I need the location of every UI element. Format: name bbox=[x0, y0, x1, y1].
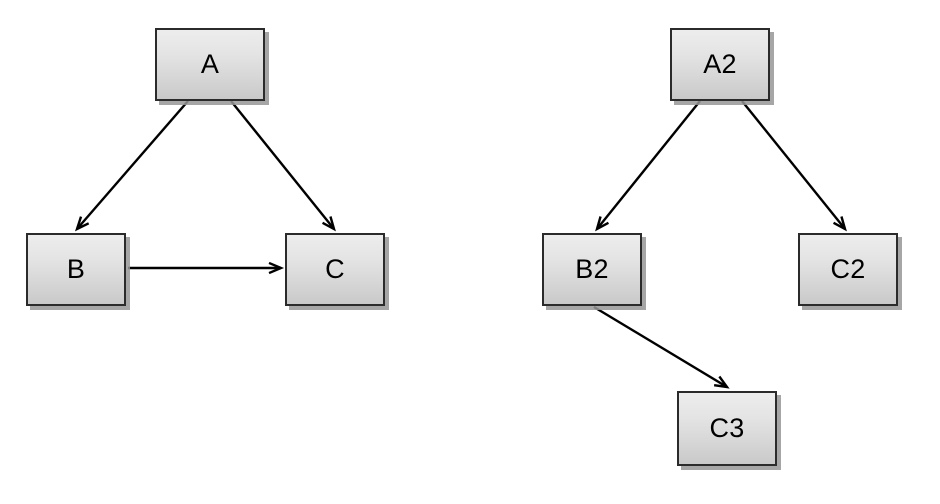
arrowhead-a-to-b bbox=[74, 216, 90, 232]
arrowhead-b2-to-c3 bbox=[713, 375, 730, 389]
arrowhead-a-to-c bbox=[321, 216, 336, 232]
node-c[interactable]: C bbox=[285, 233, 385, 306]
node-c3[interactable]: C3 bbox=[677, 391, 777, 466]
node-label: C3 bbox=[709, 413, 745, 443]
edge-a-to-b bbox=[76, 100, 189, 230]
node-b2[interactable]: B2 bbox=[542, 233, 642, 306]
arrowhead-a2-to-c2 bbox=[832, 216, 847, 232]
edge-a-to-c bbox=[230, 100, 335, 230]
node-label: C bbox=[325, 254, 345, 284]
node-label: A2 bbox=[703, 49, 737, 79]
node-a[interactable]: A bbox=[155, 28, 265, 101]
node-c2[interactable]: C2 bbox=[798, 233, 898, 306]
node-a2[interactable]: A2 bbox=[670, 28, 770, 101]
node-label: B bbox=[66, 254, 86, 284]
node-label: B2 bbox=[575, 254, 609, 284]
node-b[interactable]: B bbox=[26, 233, 126, 306]
node-label: A bbox=[200, 49, 220, 79]
edge-a2-to-c2 bbox=[741, 100, 846, 230]
arrowhead-b-to-c bbox=[268, 261, 285, 275]
node-label: C2 bbox=[830, 254, 866, 284]
arrowhead-a2-to-b2 bbox=[595, 216, 610, 232]
edge-b2-to-c3 bbox=[593, 305, 728, 389]
edge-a2-to-b2 bbox=[596, 100, 701, 230]
